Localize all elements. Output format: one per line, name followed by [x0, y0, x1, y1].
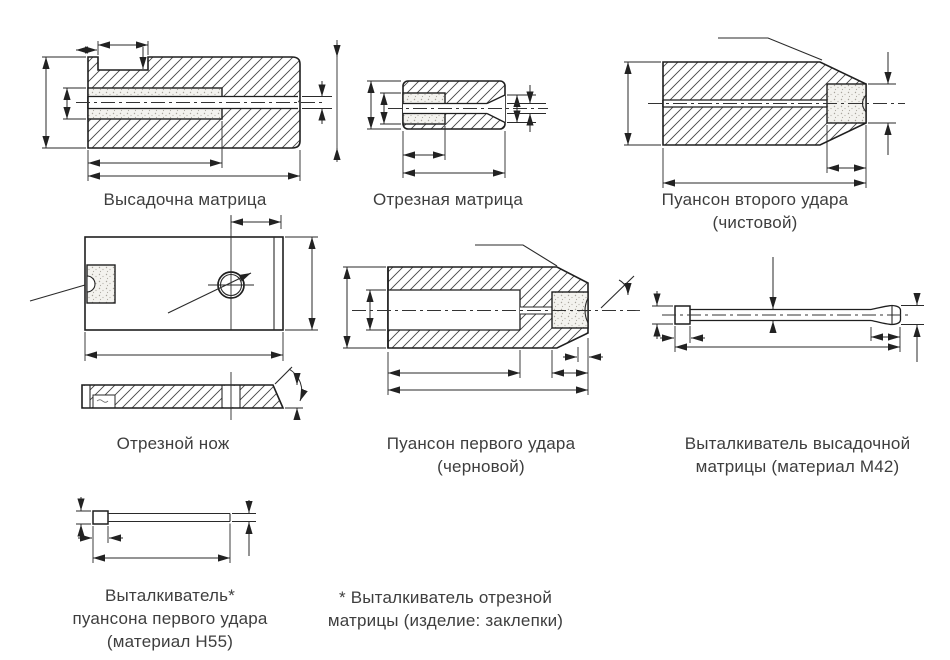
drawing-first-blow-punch [343, 244, 640, 395]
figure-caption-first-blow-punch-ejector: Выталкиватель* пуансона первого удара (м… [45, 584, 295, 653]
drawing-cutoff-knife [29, 216, 318, 420]
caption-line: (материал Н55) [106, 632, 234, 651]
drawing-upsetting-die-ejector [652, 257, 924, 362]
caption-line: (черновой) [437, 457, 525, 476]
drawing-cutoff-die [367, 80, 548, 178]
caption-line: матрицы (материал М42) [695, 457, 900, 476]
caption-line: Высадочна матрица [103, 190, 267, 209]
footnote-line: * Выталкиватель отрезной [338, 588, 553, 607]
footnote-cutoff-die-ejector: * Выталкиватель отрезной матрицы (издели… [318, 586, 573, 632]
figure-caption-second-blow-punch: Пуансон второго удара (чистовой) [630, 188, 880, 234]
figure-caption-upsetting-die-ejector: Выталкиватель высадочной матрицы (матери… [655, 432, 940, 478]
figure-caption-cutoff-die: Отрезная матрица [348, 188, 548, 211]
figure-caption-cutoff-knife: Отрезной нож [73, 432, 273, 455]
caption-line: Отрезная матрица [372, 190, 523, 209]
caption-line: Выталкиватель* [104, 586, 236, 605]
drawing-upsetting-die [42, 40, 341, 229]
caption-line: пуансона первого удара [72, 609, 268, 628]
caption-line: (чистовой) [712, 213, 798, 232]
caption-line: Пуансон первого удара [386, 434, 576, 453]
figure-caption-first-blow-punch: Пуансон первого удара (черновой) [356, 432, 606, 478]
drawing-second-blow-punch [624, 37, 905, 188]
caption-line: Пуансон второго удара [661, 190, 849, 209]
caption-line: Отрезной нож [116, 434, 230, 453]
footnote-line: матрицы (изделие: заклепки) [327, 611, 564, 630]
caption-line: Выталкиватель высадочной [684, 434, 911, 453]
figure-caption-upsetting-die: Высадочна матрица [85, 188, 285, 211]
drawing-first-blow-punch-ejector [76, 497, 256, 563]
